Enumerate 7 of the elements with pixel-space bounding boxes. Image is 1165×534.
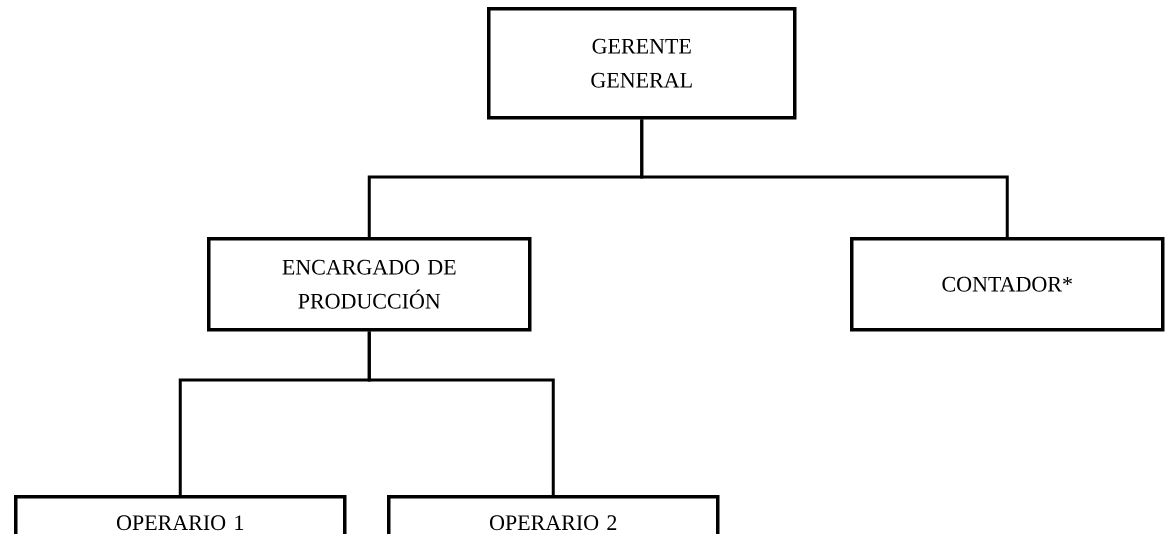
org-box: CONTADOR* bbox=[850, 237, 1165, 332]
org-box: OPERARIO 2 bbox=[387, 495, 720, 534]
org-box: GERENTE GENERAL bbox=[487, 7, 797, 120]
connector-line bbox=[640, 119, 1009, 237]
org-box: OPERARIO 1 bbox=[14, 495, 347, 534]
org-box: ENCARGADO DE PRODUCCIÓN bbox=[207, 237, 532, 332]
connector-line bbox=[367, 331, 555, 495]
